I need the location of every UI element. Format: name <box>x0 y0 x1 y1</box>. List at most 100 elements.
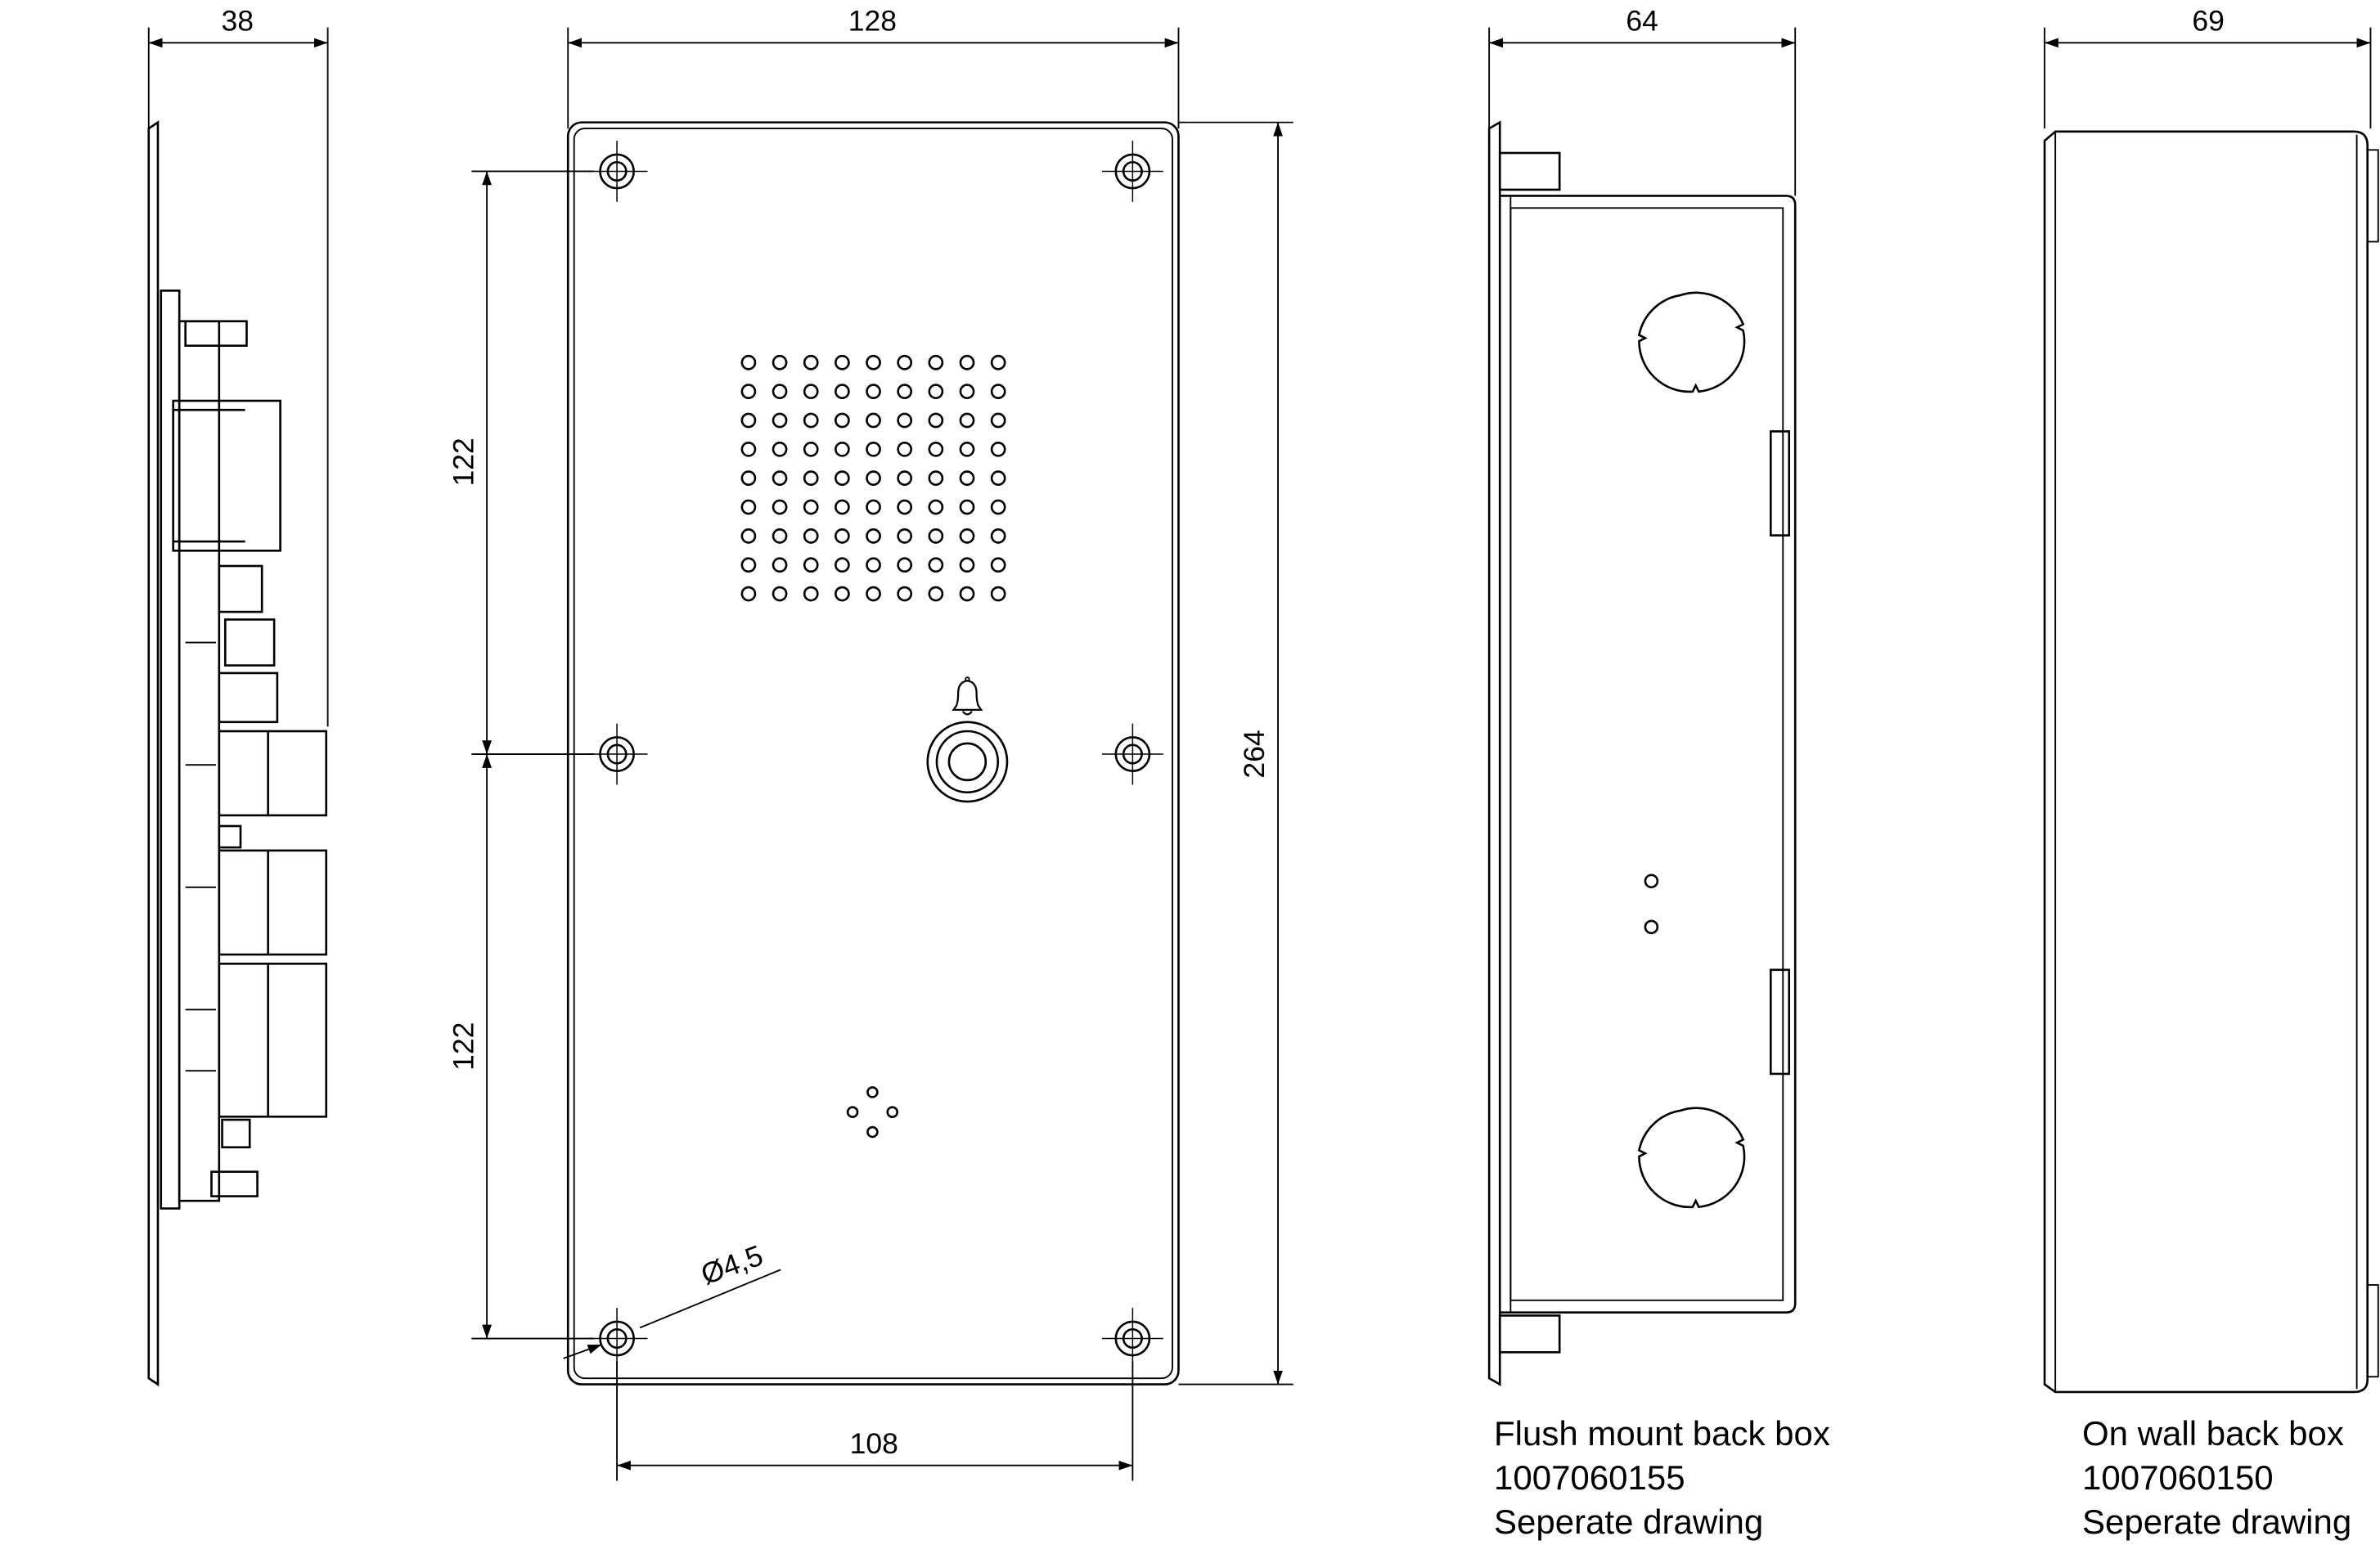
grille-hole <box>866 499 881 515</box>
grille-hole <box>897 441 913 457</box>
grille-hole <box>959 470 975 487</box>
grille-hole <box>990 557 1006 573</box>
grille-hole <box>990 412 1006 429</box>
grille-hole <box>740 441 757 457</box>
grille-hole <box>740 586 757 602</box>
grille-hole <box>928 528 944 544</box>
grille-hole <box>897 354 913 371</box>
wall-box-latch <box>2366 1284 2379 1378</box>
grille-hole <box>803 354 819 371</box>
flush-depth-label: 64 <box>1626 4 1658 37</box>
flush-side-tab <box>1769 430 1791 537</box>
grille-hole <box>866 528 881 544</box>
grille-hole <box>897 470 913 487</box>
grille-hole <box>897 499 913 515</box>
grille-hole <box>928 412 944 429</box>
grille-hole <box>772 384 788 399</box>
grille-hole <box>772 528 788 544</box>
grille-hole <box>740 528 757 544</box>
grille-hole <box>835 528 850 544</box>
grille-hole <box>928 557 944 573</box>
grille-hole <box>866 412 881 429</box>
grille-hole <box>866 557 881 573</box>
upper-spacing-label: 122 <box>447 438 479 486</box>
knockout-lower <box>1637 1107 1746 1209</box>
front-plate-side <box>147 120 160 1387</box>
grille-hole <box>835 586 850 602</box>
grille-hole <box>959 499 975 515</box>
hole-diameter-label: Ø4,5 <box>697 1239 767 1291</box>
grille-hole <box>740 384 757 399</box>
front-height-label: 264 <box>1238 730 1271 778</box>
grille-hole <box>866 470 881 487</box>
wall-box-latch <box>2366 149 2379 243</box>
flush-mount-box: 64 <box>1487 4 1797 1386</box>
grille-hole <box>959 586 975 602</box>
grille-hole <box>803 499 819 515</box>
grille-hole <box>897 586 913 602</box>
grille-hole <box>928 499 944 515</box>
side-view: 38 <box>147 4 329 1387</box>
wall-box-caption: On wall back box 1007060150 Seperate dra… <box>2082 1412 2351 1544</box>
grille-hole <box>740 354 757 371</box>
grille-hole <box>835 412 850 429</box>
flush-box-part-number: 1007060155 <box>1494 1458 1685 1497</box>
speaker-grille <box>740 354 1006 602</box>
mounting-hole <box>586 141 648 202</box>
flush-box-body <box>1500 195 1797 1314</box>
mounting-holes <box>586 141 1163 1369</box>
grille-hole <box>772 354 788 371</box>
call-button <box>926 721 1009 803</box>
grille-hole <box>772 557 788 573</box>
flush-box-title: Flush mount back box <box>1494 1414 1830 1453</box>
wall-depth-label: 69 <box>2192 4 2225 37</box>
hole-diameter-leader <box>639 1269 781 1329</box>
pcb-detail <box>185 641 217 1072</box>
grille-hole <box>866 354 881 371</box>
grille-hole <box>772 412 788 429</box>
mounting-hole <box>1101 1308 1163 1369</box>
grille-hole <box>897 384 913 399</box>
grille-hole <box>990 470 1006 487</box>
front-plate-inner <box>573 128 1173 1380</box>
grille-hole <box>897 528 913 544</box>
grille-hole <box>740 470 757 487</box>
microphone-holes <box>846 1086 899 1139</box>
standoff-bottom <box>210 1170 259 1197</box>
call-button-center <box>947 742 988 782</box>
screw-hole <box>1644 919 1659 935</box>
hole-diameter-leader-arrow <box>563 1344 602 1359</box>
jack-body <box>218 730 328 817</box>
grille-hole <box>803 412 819 429</box>
grille-hole <box>835 499 850 515</box>
grille-hole <box>928 441 944 457</box>
grille-hole <box>959 441 975 457</box>
grille-hole <box>990 384 1006 399</box>
mounting-hole <box>586 723 648 785</box>
wall-box-body <box>2043 130 2369 1394</box>
grille-hole <box>835 441 850 457</box>
grille-hole <box>897 412 913 429</box>
upper-connector <box>172 399 281 552</box>
grille-hole <box>928 470 944 487</box>
grille-hole <box>835 384 850 399</box>
grille-hole <box>959 557 975 573</box>
grille-hole <box>803 384 819 399</box>
bell-icon <box>952 676 983 716</box>
grille-hole <box>835 557 850 573</box>
wall-box-title: On wall back box <box>2082 1414 2344 1453</box>
grille-hole <box>740 412 757 429</box>
grille-hole <box>928 586 944 602</box>
grille-hole <box>835 354 850 371</box>
screw-hole <box>1644 874 1659 889</box>
small-component <box>218 564 263 613</box>
flush-side-tab <box>1769 968 1791 1076</box>
jack-body <box>218 849 328 956</box>
flush-box-note: Seperate drawing <box>1494 1502 1764 1541</box>
standoff-top <box>184 320 248 347</box>
grille-hole <box>740 557 757 573</box>
grille-hole <box>803 586 819 602</box>
on-wall-box: 69 <box>2043 4 2379 1394</box>
grille-hole <box>772 586 788 602</box>
